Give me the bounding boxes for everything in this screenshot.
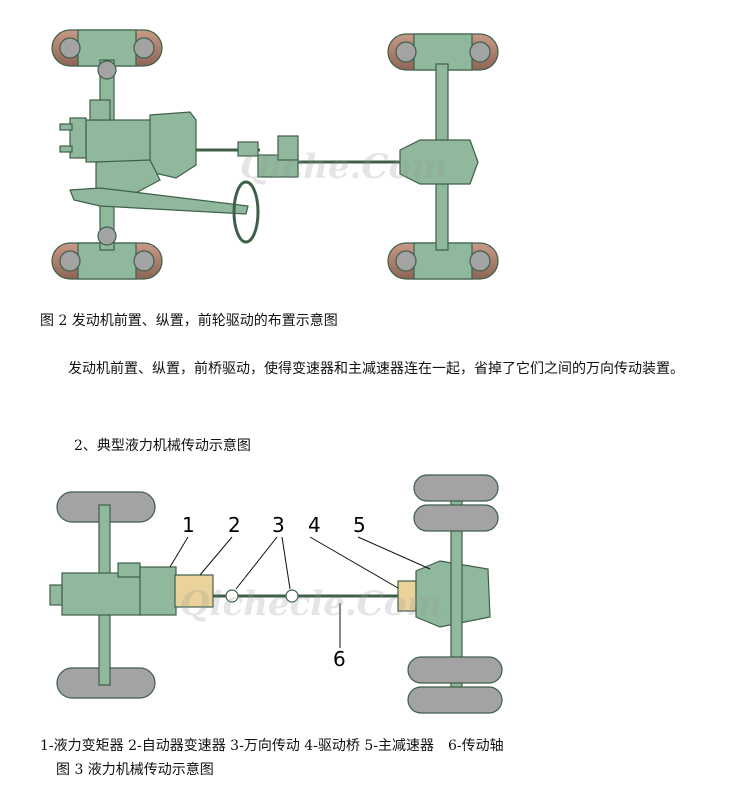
rear-bottom-tire-1 xyxy=(407,656,503,684)
steering-wheel xyxy=(232,180,260,244)
engine xyxy=(61,572,143,616)
figure-2-caption: 图 2 发动机前置、纵置，前轮驱动的布置示意图 xyxy=(40,313,338,329)
torque-converter xyxy=(139,566,177,616)
watermark: Qiche.Com xyxy=(240,147,447,187)
section-heading: 2、典型液力机械传动示意图 xyxy=(74,438,251,454)
figure-3-diagram: 1 2 3 4 5 6 Qichecle.Com xyxy=(0,465,738,720)
figure-3-legend: 1-液力变矩器 2-自动器变速器 3-万向传动 4-驱动桥 5-主减速器 6-传… xyxy=(40,738,504,754)
front-differential xyxy=(95,159,161,197)
callout-4: 4 xyxy=(308,513,321,537)
callout-2: 2 xyxy=(228,513,241,537)
rear-differential xyxy=(399,139,479,185)
hydromechanical-diagram: 1 2 3 4 5 6 Qichecle.Com xyxy=(49,474,503,714)
callout-3: 3 xyxy=(272,513,285,537)
transmission-housing xyxy=(149,111,197,179)
front-left-upper-tire xyxy=(51,29,163,67)
callout-6: 6 xyxy=(333,647,346,671)
rear-upper-tire xyxy=(387,33,499,71)
callout-5: 5 xyxy=(353,513,366,537)
steering-column xyxy=(69,187,249,215)
rear-bottom-tire-2 xyxy=(407,686,503,714)
rear-top-tire-1 xyxy=(413,474,499,502)
figure-2-diagram: Qiche.Com xyxy=(0,0,738,295)
body-paragraph: 发动机前置、纵置，前桥驱动，使得变速器和主减速器连在一起，省掉了它们之间的万向传… xyxy=(68,361,684,377)
watermark: Qichecle.Com xyxy=(180,584,442,624)
automatic-transmission xyxy=(174,574,214,608)
rear-top-tire-2 xyxy=(413,504,499,532)
fwd-layout-diagram: Qiche.Com xyxy=(51,29,499,280)
callout-1: 1 xyxy=(182,513,195,537)
figure-3-caption: 图 3 液力机械传动示意图 xyxy=(56,762,214,778)
